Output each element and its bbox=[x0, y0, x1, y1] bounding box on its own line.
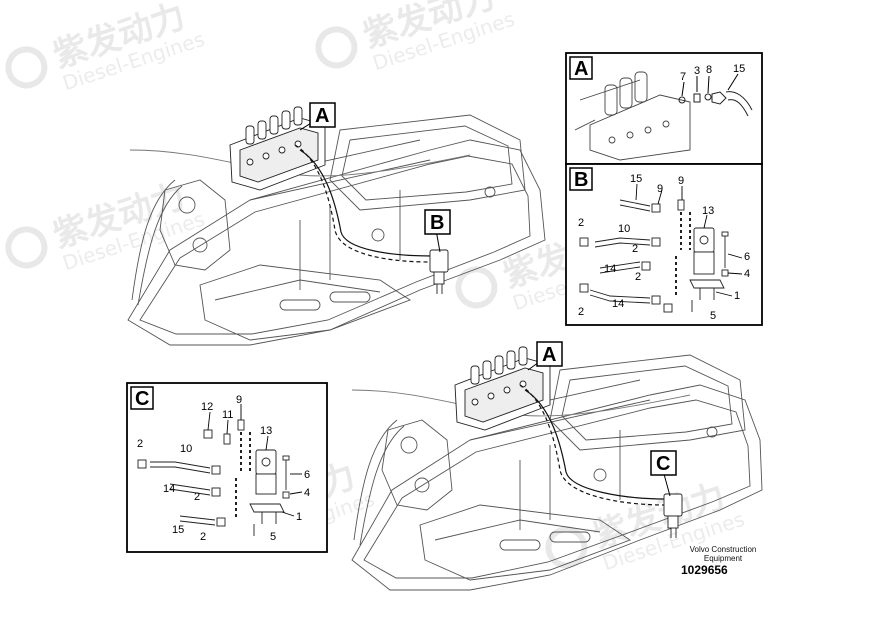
callout-c-label: C bbox=[656, 453, 670, 475]
part-number: 9 bbox=[236, 394, 242, 406]
control-valve-top bbox=[229, 106, 326, 191]
callout-c-bottom[interactable]: C bbox=[650, 450, 677, 476]
detail-c-label: C bbox=[135, 388, 149, 410]
detail-b-panel: B bbox=[565, 163, 763, 326]
detail-b-parts bbox=[579, 183, 743, 313]
callout-b-top[interactable]: B bbox=[424, 209, 451, 235]
dashed-hose-bottom bbox=[519, 384, 668, 506]
part-number: 7 bbox=[680, 71, 686, 83]
detail-a-fittings bbox=[678, 73, 753, 117]
solenoid-valve-top bbox=[429, 249, 449, 294]
watermark-1: 紫发动力 Diesel-Engines bbox=[5, 0, 208, 95]
watermark-3: 紫发动力 Diesel-Engines bbox=[5, 176, 208, 275]
part-number: 9 bbox=[678, 175, 684, 187]
callout-a-label: A bbox=[542, 344, 556, 366]
callout-a-bottom[interactable]: A bbox=[536, 341, 563, 367]
part-number: 2 bbox=[632, 243, 638, 255]
part-number: 10 bbox=[618, 223, 630, 235]
detail-a-valve bbox=[574, 71, 691, 161]
part-number: 9 bbox=[657, 183, 663, 195]
part-number: 11 bbox=[222, 409, 233, 421]
detail-a-panel: A 7 3 8 15 bbox=[565, 52, 763, 165]
part-number: 13 bbox=[260, 425, 272, 437]
part-number: 5 bbox=[710, 310, 716, 322]
callout-a-label: A bbox=[315, 105, 329, 127]
detail-b-tag bbox=[569, 167, 593, 191]
watermark-2: 紫发动力 Diesel-Engines bbox=[315, 0, 518, 75]
part-number: 3 bbox=[694, 65, 700, 77]
part-number: 8 bbox=[706, 64, 712, 76]
part-number: 2 bbox=[578, 217, 584, 229]
caption-line-1: Volvo Construction bbox=[689, 545, 757, 554]
part-number: 2 bbox=[137, 438, 143, 450]
dashed-hose-top bbox=[294, 144, 433, 263]
machine-view-top bbox=[127, 114, 546, 346]
manufacturer-caption: Volvo Construction Equipment bbox=[668, 545, 778, 563]
callout-a-top[interactable]: A bbox=[309, 102, 336, 128]
leader-c-bottom bbox=[663, 473, 671, 497]
part-number: 14 bbox=[604, 263, 616, 275]
solenoid-valve-bottom bbox=[663, 493, 683, 538]
detail-a-label: A bbox=[574, 58, 588, 80]
part-number: 5 bbox=[270, 531, 276, 543]
part-number: 15 bbox=[172, 524, 184, 536]
part-number: 4 bbox=[304, 487, 310, 499]
part-number: 6 bbox=[304, 469, 310, 481]
part-number: 10 bbox=[180, 443, 192, 455]
part-number: 1 bbox=[296, 511, 302, 523]
detail-c-parts bbox=[137, 404, 303, 536]
part-number: 2 bbox=[578, 306, 584, 318]
detail-c-panel: C bbox=[126, 382, 328, 553]
part-number: 14 bbox=[612, 298, 624, 310]
part-number: 2 bbox=[194, 491, 200, 503]
detail-b-label: B bbox=[574, 169, 588, 191]
control-valve-bottom bbox=[454, 346, 551, 431]
part-number: 1 bbox=[734, 290, 740, 302]
callout-b-label: B bbox=[430, 212, 444, 234]
part-number: 2 bbox=[635, 271, 641, 283]
caption-line-2: Equipment bbox=[703, 554, 743, 563]
part-number: 6 bbox=[744, 251, 750, 263]
part-number: 15 bbox=[733, 63, 745, 75]
detail-a-tag bbox=[569, 56, 593, 80]
part-number: 2 bbox=[200, 531, 206, 543]
drawing-number: 1029656 bbox=[681, 563, 728, 577]
part-number: 13 bbox=[702, 205, 714, 217]
part-number: 15 bbox=[630, 173, 642, 185]
detail-c-tag bbox=[130, 386, 154, 410]
part-number: 12 bbox=[201, 401, 213, 413]
part-number: 14 bbox=[163, 483, 175, 495]
machine-view-bottom bbox=[351, 354, 763, 591]
part-number: 4 bbox=[744, 268, 750, 280]
